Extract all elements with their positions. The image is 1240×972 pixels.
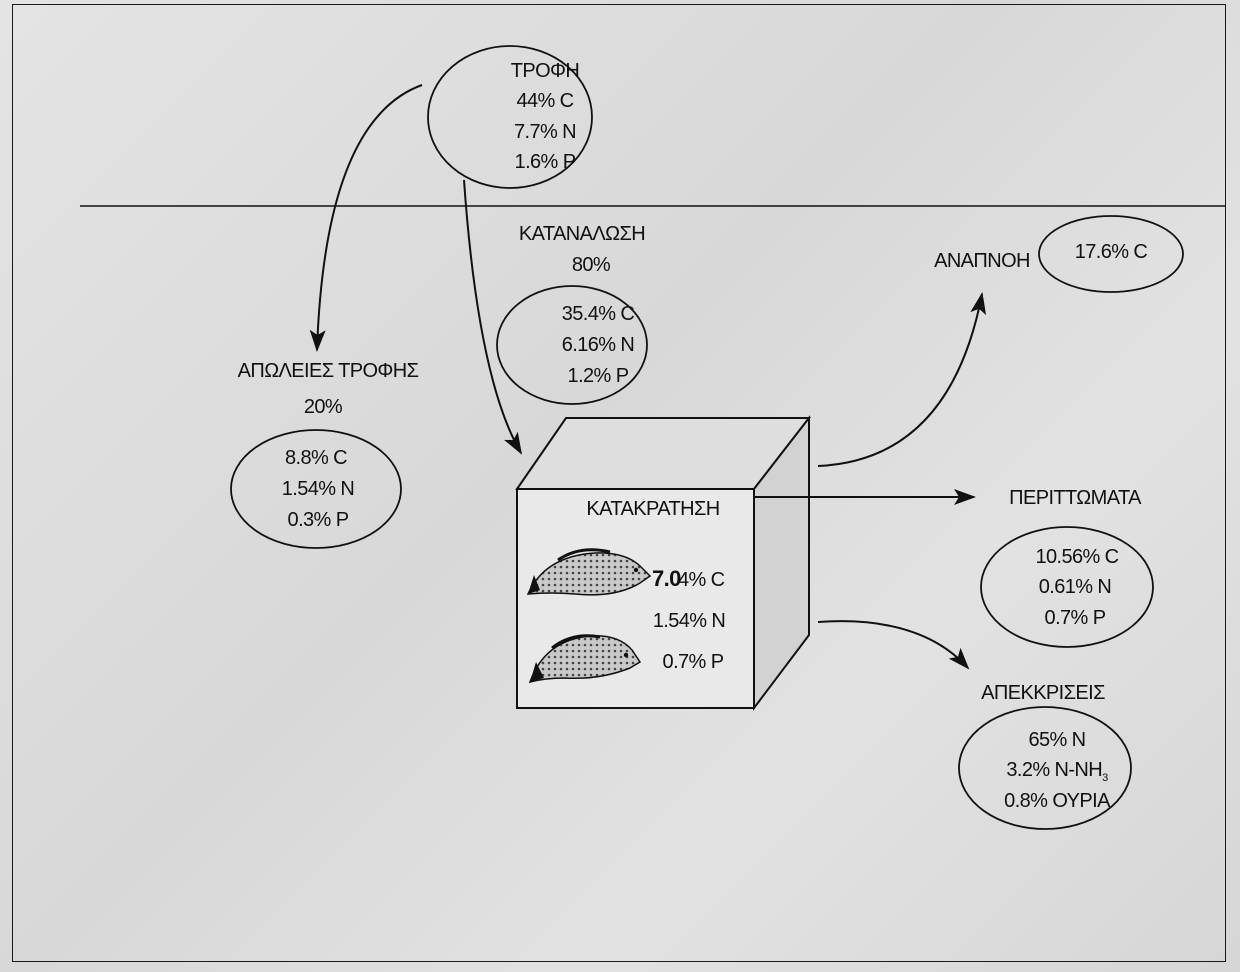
food-title: ΤΡΟΦΗ — [510, 60, 580, 82]
consumption-title: ΚΑΤΑΝΑΛΩΣΗ — [518, 223, 646, 245]
food-losses-phosphorus: 0.3% P — [287, 509, 349, 531]
food-carbon: 44% C — [516, 90, 574, 112]
excretions-title: ΑΠΕΚΚΡΙΣΕΙΣ — [981, 682, 1105, 704]
fish-icon — [528, 634, 642, 684]
arrow-to-excretions — [817, 620, 970, 670]
retention-title: ΚΑΤΑΚΡΑΤΗΣΗ — [586, 498, 720, 520]
food-losses-title: ΑΠΩΛΕΙΕΣ ΤΡΟΦΗΣ — [237, 360, 419, 382]
retention-box — [515, 415, 812, 711]
excretions-ellipse — [958, 706, 1132, 830]
retention-carbon-prefix: 7.0 — [652, 566, 681, 591]
excretions-nitrogen: 65% N — [1028, 729, 1086, 751]
consumption-ellipse — [496, 285, 648, 405]
fish-icon — [526, 548, 652, 596]
retention-phosphorus: 0.7% P — [662, 651, 724, 673]
diagram-frame — [12, 4, 1226, 962]
respiration-ellipse — [1038, 215, 1184, 293]
faeces-carbon: 10.56% C — [1035, 546, 1119, 568]
faeces-phosphorus: 0.7% P — [1044, 607, 1106, 629]
consumption-percent: 80% — [571, 254, 611, 276]
consumption-phosphorus: 1.2% P — [567, 365, 629, 387]
food-losses-percent: 20% — [303, 396, 343, 418]
arrow-to-respiration — [817, 292, 987, 467]
excretions-ammonia: 3.2% N-NH3 — [1006, 759, 1108, 784]
respiration-title: ΑΝΑΠΝΟΗ — [934, 250, 1030, 272]
faeces-ellipse — [980, 526, 1154, 648]
food-losses-nitrogen: 1.54% N — [281, 478, 355, 500]
food-ellipse — [427, 45, 593, 189]
food-nitrogen: 7.7% N — [514, 121, 577, 143]
retention-nitrogen: 1.54% N — [652, 610, 726, 632]
arrow-food-to-retention — [463, 179, 523, 455]
food-losses-carbon: 8.8% C — [285, 447, 348, 469]
food-losses-ellipse — [230, 429, 402, 549]
arrow-food-to-losses — [309, 84, 423, 352]
ammonia-subscript: 3 — [1102, 772, 1108, 784]
faeces-nitrogen: 0.61% N — [1038, 576, 1112, 598]
food-phosphorus: 1.6% P — [514, 151, 576, 173]
retention-carbon: 4% C — [678, 569, 725, 591]
respiration-carbon: 17.6% C — [1074, 241, 1148, 263]
faeces-title: ΠΕΡΙΤΤΩΜΑΤΑ — [1009, 487, 1141, 509]
excretions-urea: 0.8% ΟΥΡΙΑ — [1004, 790, 1110, 812]
consumption-carbon: 35.4% C — [561, 303, 635, 325]
ammonia-label: 3.2% N-NH — [1006, 759, 1103, 781]
consumption-nitrogen: 6.16% N — [561, 334, 635, 356]
